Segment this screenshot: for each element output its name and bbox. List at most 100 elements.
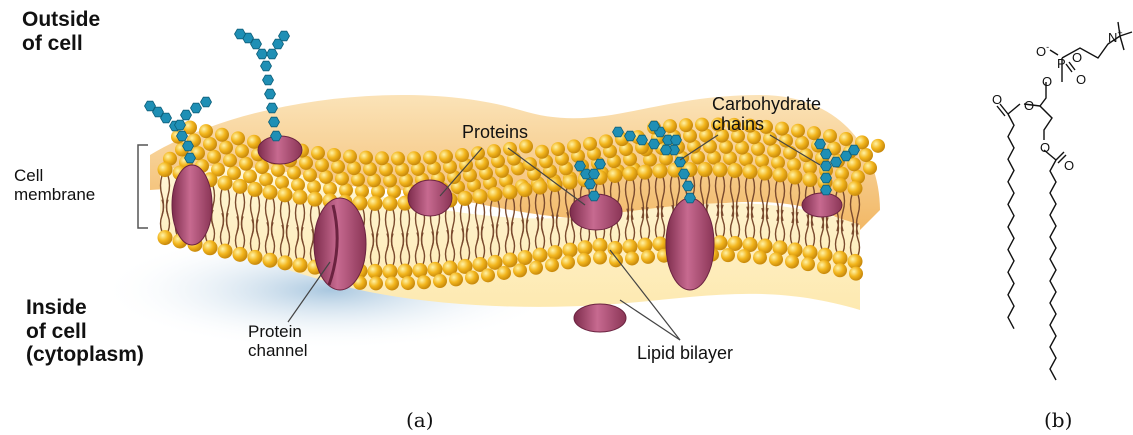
lipid-head (233, 247, 248, 262)
lipid-head (319, 170, 333, 184)
lipid-head (158, 162, 173, 177)
sugar-unit (263, 75, 274, 85)
lipid-head (219, 141, 233, 155)
lipid-head (391, 152, 405, 166)
sugar-unit (595, 159, 606, 169)
lipid-head (439, 150, 453, 164)
lipid-head (833, 263, 847, 277)
sugar-unit (849, 145, 860, 155)
sugar-unit (585, 179, 596, 189)
lipid-head (625, 251, 639, 265)
label-protein-channel: Protein channel (248, 322, 308, 360)
lipid-head (713, 235, 728, 250)
lipid-head (839, 132, 853, 146)
lipid-head (535, 145, 549, 159)
lipid-head (248, 182, 263, 197)
lipid-head (849, 267, 863, 281)
lipid-head (563, 243, 578, 258)
sugar-unit (267, 49, 278, 59)
lipid-head (785, 255, 799, 269)
lipid-head (567, 139, 581, 153)
label-lipid-bilayer: Lipid bilayer (637, 343, 733, 363)
lipid-head (518, 182, 533, 197)
lipid-head (753, 251, 767, 265)
lipid-head (299, 156, 313, 170)
lipid-head (801, 257, 815, 271)
cell-membrane-bracket (138, 145, 148, 228)
sugar-unit (649, 121, 660, 131)
lipid-head (311, 146, 325, 160)
lipid-head (599, 134, 613, 148)
sugar-unit (589, 169, 600, 179)
lipid-head (263, 185, 278, 200)
lipid-head (728, 163, 743, 178)
lipid-head (833, 178, 848, 193)
sugar-unit (201, 97, 212, 107)
sugar-unit (257, 49, 268, 59)
caption-a: (a) (406, 408, 434, 432)
sugar-unit (831, 157, 842, 167)
lipid-head (407, 151, 421, 165)
lipid-head (533, 248, 548, 263)
sugar-unit (821, 173, 832, 183)
lipid-head (783, 146, 797, 160)
lipid-head (465, 271, 479, 285)
sugar-unit (671, 135, 682, 145)
lipid-head (481, 268, 495, 282)
sugar-unit (235, 29, 246, 39)
lipid-head (758, 166, 773, 181)
label-outside-cell: Outside of cell (22, 8, 100, 55)
lipid-head (695, 118, 709, 132)
sugar-unit (183, 141, 194, 151)
label-cell-membrane: Cell membrane (14, 166, 95, 204)
lipid-head (513, 263, 527, 277)
sugar-unit (575, 161, 586, 171)
lipid-head (737, 249, 751, 263)
lipid-head (401, 276, 415, 290)
lipid-head (773, 167, 788, 182)
lipid-head (248, 250, 263, 265)
lipid-head (455, 148, 469, 162)
peripheral-protein (408, 180, 452, 216)
protein-channel (314, 198, 366, 290)
lipid-head (769, 252, 783, 266)
lipid-head (359, 151, 373, 165)
sugar-unit (265, 89, 276, 99)
lipid-head (203, 240, 218, 255)
phospholipid-structure (997, 22, 1132, 380)
lipid-head (231, 131, 245, 145)
lipid-head (207, 150, 221, 164)
svg-text:O: O (1076, 72, 1086, 87)
lipid-head (473, 189, 488, 204)
lipid-head (278, 255, 293, 270)
lipid-head (293, 190, 308, 205)
lipid-head (518, 250, 533, 265)
lipid-head (623, 166, 638, 181)
svg-text:N+: N+ (1108, 28, 1123, 45)
lipid-head (343, 150, 357, 164)
lipid-head (449, 272, 463, 286)
label-carbohydrate-chains: Carbohydrate chains (712, 94, 821, 134)
sugar-unit (145, 101, 156, 111)
svg-text:O: O (992, 92, 1002, 107)
lipid-head (278, 187, 293, 202)
lipid-head (545, 258, 559, 272)
lipid-head (417, 275, 431, 289)
lipid-head (263, 253, 278, 268)
lipid-head (608, 168, 623, 183)
lipid-head (215, 128, 229, 142)
sugar-unit (625, 131, 636, 141)
lipid-head (291, 178, 305, 192)
lipid-head (368, 196, 383, 211)
sugar-unit (683, 181, 694, 191)
lipid-head (871, 139, 885, 153)
lipid-head (779, 134, 793, 148)
svg-text:O: O (1040, 140, 1050, 155)
lipid-head (327, 148, 341, 162)
lipid-head (817, 260, 831, 274)
sugar-unit (177, 131, 188, 141)
leader-bilayer-2 (620, 300, 680, 340)
sugar-unit (649, 139, 660, 149)
lipid-head (859, 148, 873, 162)
lipid-head (638, 165, 653, 180)
